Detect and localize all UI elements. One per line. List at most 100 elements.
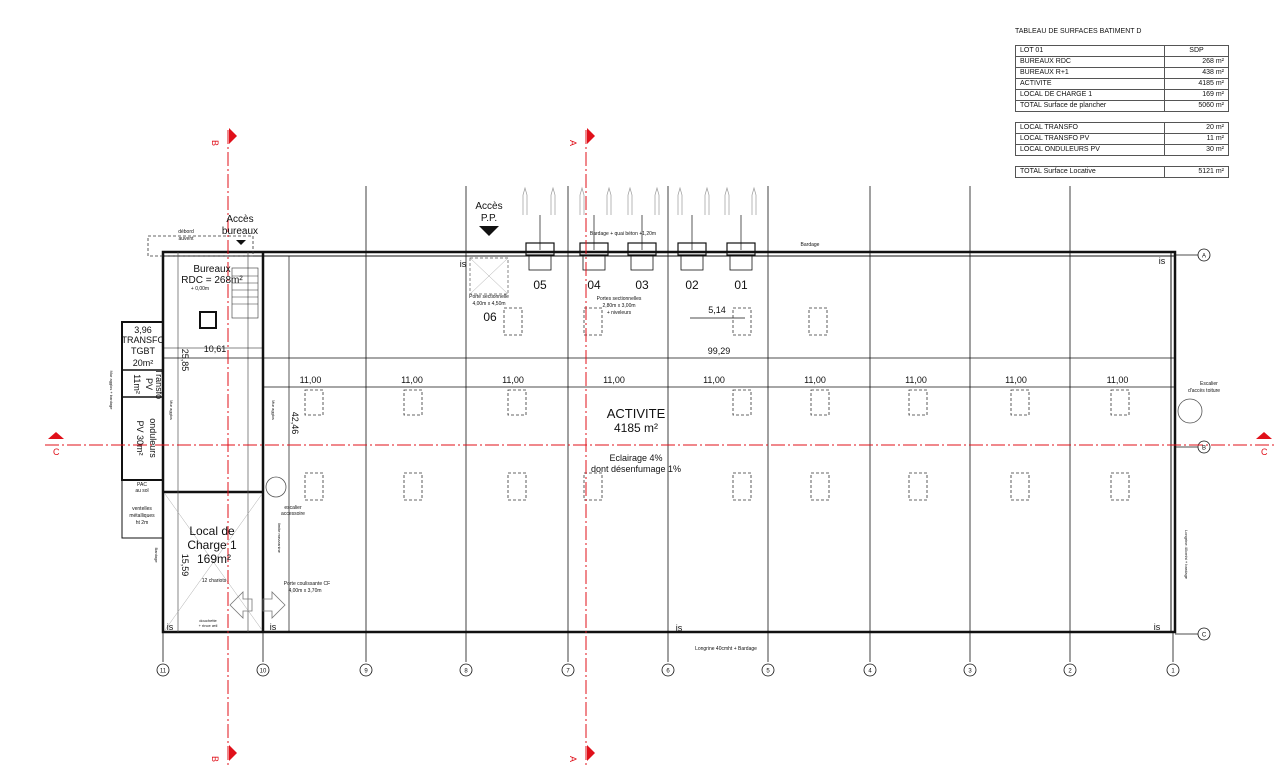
label: onduleurs: [148, 418, 158, 458]
label: P.P.: [481, 213, 497, 224]
section-marker-c-left: [48, 432, 64, 439]
skylight: [732, 307, 752, 336]
skylight: [507, 472, 527, 501]
cell: LOCAL TRANSFO PV: [1015, 133, 1165, 145]
cell: ACTIVITE: [1015, 78, 1165, 90]
skylight: [403, 472, 423, 501]
label: métalliques: [129, 513, 155, 519]
section-marker-a-top: [587, 128, 595, 144]
truck-outline: [606, 186, 612, 215]
grid-row-bubble-A: [1197, 248, 1211, 262]
skylight: [908, 472, 928, 501]
truck-outline: [677, 186, 683, 215]
spiral-stair-icon: [265, 476, 287, 498]
dock-label: 02: [685, 278, 699, 292]
section-marker-b-bottom: [229, 745, 237, 761]
is-label: is: [460, 259, 467, 269]
cell: SDP: [1164, 45, 1229, 57]
grid-label-2: 2: [1068, 669, 1072, 675]
skylight: [808, 307, 828, 336]
label: 2,80m x 3,00m: [602, 303, 635, 309]
skylight: [304, 389, 324, 416]
grid-bubble-6: [661, 663, 675, 677]
grid-bubble-7: [561, 663, 575, 677]
label: 169m²: [197, 552, 231, 566]
outer-wall: [161, 250, 1177, 634]
label: 4,00m x 3,70m: [288, 588, 321, 594]
section-label-a-bottom: A: [568, 756, 578, 762]
section-marker-c-right: [1256, 432, 1272, 439]
dock-leveler-pit: [582, 254, 606, 271]
grid-row-bubble-C: [1197, 627, 1211, 641]
dock-06-outline: [469, 257, 509, 295]
cell: TOTAL Surface de plancher: [1015, 100, 1165, 112]
label: 20m²: [133, 358, 154, 368]
label: Longrine 40cmht + bardage: [1184, 530, 1189, 580]
is-label: is: [676, 623, 683, 633]
label: PAC: [137, 482, 147, 488]
is-label: is: [1159, 256, 1166, 266]
label: Porte sectionnelle: [469, 294, 509, 300]
skylight: [503, 307, 523, 336]
is-label: is: [1154, 622, 1161, 632]
label: Porte coulissante CF: [284, 581, 330, 587]
grid-bubble-11: [156, 663, 170, 677]
grid-bubble-1: [1166, 663, 1180, 677]
skylight: [1110, 389, 1130, 416]
dimension-label-11: 11,00: [502, 375, 524, 385]
dock-label: 06: [483, 310, 497, 324]
label: Bardage + quai béton +1,20m: [590, 231, 656, 237]
truck-outline: [704, 186, 710, 215]
cell: TOTAL Surface Locative: [1015, 166, 1165, 178]
section-label-c-right: C: [1261, 447, 1268, 457]
pac-enclosure: [121, 479, 164, 539]
is-label: is: [167, 622, 174, 632]
label: 3,96: [134, 325, 152, 335]
grid-label-5: 5: [766, 669, 770, 675]
dock-label: 04: [587, 278, 601, 292]
generated-marks: [156, 186, 1211, 677]
dock-leveler-pit: [528, 254, 552, 271]
label: accessoire: [281, 511, 305, 517]
label: Mur agglos + bardage: [109, 370, 114, 410]
label: Eclairage 4%: [609, 453, 662, 463]
label: Mur agglos: [271, 400, 276, 420]
label: PV: [144, 378, 154, 390]
label: + rince œil: [199, 623, 218, 628]
dimension-label: 42,46: [290, 412, 300, 435]
label: limite mezzanine: [277, 523, 282, 554]
dimension-label: 99,29: [708, 346, 731, 356]
grid-bubble-8: [459, 663, 473, 677]
truck-outline: [579, 186, 585, 215]
grid-bubble-4: [863, 663, 877, 677]
skylight: [732, 389, 752, 416]
dimension-label-11: 11,00: [905, 375, 927, 385]
label: Transfo: [154, 369, 164, 399]
section-label-c-left: C: [53, 447, 60, 457]
skylight: [583, 472, 603, 501]
grid-label-10: 10: [260, 669, 267, 675]
cell: 5121 m²: [1164, 166, 1229, 178]
plan-labels: Accès bureaux débord auvent Bureaux RDC …: [109, 201, 1220, 652]
cell: 4185 m²: [1164, 78, 1229, 90]
grid-label-8: 8: [464, 669, 468, 675]
label: 4,00m x 4,50m: [472, 301, 505, 307]
skylight: [507, 389, 527, 416]
label: escalier: [284, 505, 302, 511]
skylight: [304, 472, 324, 501]
grid-row-label-B: B: [1202, 446, 1206, 452]
cell: 268 m²: [1164, 56, 1229, 68]
activite-label: ACTIVITE: [607, 406, 666, 421]
grid-bubble-10: [256, 663, 270, 677]
